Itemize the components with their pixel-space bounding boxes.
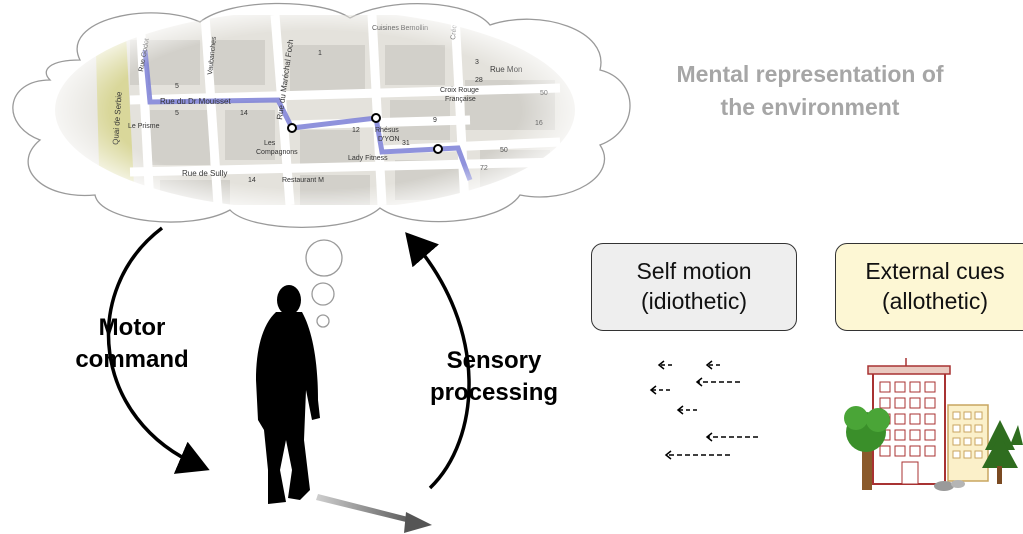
box-line: External cues bbox=[865, 258, 1005, 284]
map-label: Cuisines Bernollin bbox=[372, 25, 428, 32]
map-label: 14 bbox=[240, 110, 248, 117]
map-label: Créqui bbox=[450, 19, 459, 41]
map-label: Le Prisme bbox=[128, 123, 160, 130]
optic-flow-arrows bbox=[649, 360, 758, 460]
motor-command-label: Motor command bbox=[52, 312, 212, 376]
map-label: Française bbox=[445, 96, 476, 103]
mental-representation-caption: Mental representation of the environment bbox=[640, 58, 980, 124]
box-line: (allothetic) bbox=[881, 288, 989, 314]
walking-person-icon bbox=[256, 285, 320, 504]
map-label: Les bbox=[264, 140, 276, 147]
map-label: 28 bbox=[475, 77, 483, 84]
flow-arrow bbox=[649, 385, 670, 395]
map-label: D'YON bbox=[378, 136, 400, 143]
external-cues-box: External cues (allothetic) bbox=[835, 243, 1023, 331]
label-line: command bbox=[75, 346, 189, 373]
map-label: 12 bbox=[352, 127, 360, 134]
map-label: 50 bbox=[500, 147, 508, 154]
map-label: Quai de Serbie bbox=[111, 91, 124, 145]
map-label: Rhésus bbox=[375, 127, 399, 134]
sensory-processing-label: Sensory processing bbox=[420, 345, 568, 409]
caption-line: the environment bbox=[720, 94, 900, 120]
map-label: Rue Mon bbox=[490, 65, 522, 74]
label-line: processing bbox=[429, 379, 559, 406]
box-line: Self motion bbox=[636, 258, 752, 284]
map-label: 14 bbox=[248, 177, 256, 184]
flow-arrow bbox=[695, 377, 740, 387]
map-label: 5 bbox=[175, 110, 179, 117]
caption-line: Mental representation of bbox=[676, 61, 944, 87]
map-label: Rue du Dr Mouisset bbox=[160, 97, 231, 106]
flow-arrow bbox=[705, 360, 720, 370]
map-label: 16 bbox=[535, 120, 543, 127]
street-map: Rue Godot Quai de Serbie Rue du Dr Mouis… bbox=[55, 14, 575, 206]
route-waypoint bbox=[371, 113, 381, 123]
self-motion-box: Self motion (idiothetic) bbox=[591, 243, 797, 331]
direction-arrow-icon bbox=[316, 494, 432, 533]
flow-arrow bbox=[657, 360, 672, 370]
label-line: Sensory bbox=[446, 347, 542, 374]
route-waypoint bbox=[433, 144, 443, 154]
label-line: Motor bbox=[98, 314, 166, 341]
flow-arrow bbox=[664, 450, 730, 460]
map-label: Restaurant M bbox=[282, 177, 324, 184]
thought-bubbles bbox=[305, 239, 343, 328]
box-line: (idiothetic) bbox=[640, 288, 748, 314]
map-label: 72 bbox=[480, 165, 488, 172]
map-label: Compagnons bbox=[256, 149, 298, 156]
route-path bbox=[142, 49, 473, 181]
map-label: Rue de Sully bbox=[182, 169, 227, 178]
motor-command-arrow bbox=[106, 226, 210, 474]
map-label: 3 bbox=[475, 59, 479, 66]
route-waypoint bbox=[287, 123, 297, 133]
map-label: 31 bbox=[402, 140, 410, 147]
map-label: Croix Rouge bbox=[440, 87, 479, 94]
sensory-processing-arrow bbox=[405, 232, 471, 490]
flow-arrow bbox=[676, 405, 697, 415]
buildings-trees-icon bbox=[844, 358, 1023, 491]
map-label: 5 bbox=[175, 83, 179, 90]
map-label: 1 bbox=[318, 50, 322, 57]
map-label: Lady Fitness bbox=[348, 155, 388, 162]
map-label: Vaubanches bbox=[207, 36, 218, 75]
map-label: 9 bbox=[433, 117, 437, 124]
flow-arrow bbox=[705, 432, 758, 442]
map-label: 50 bbox=[540, 90, 548, 97]
